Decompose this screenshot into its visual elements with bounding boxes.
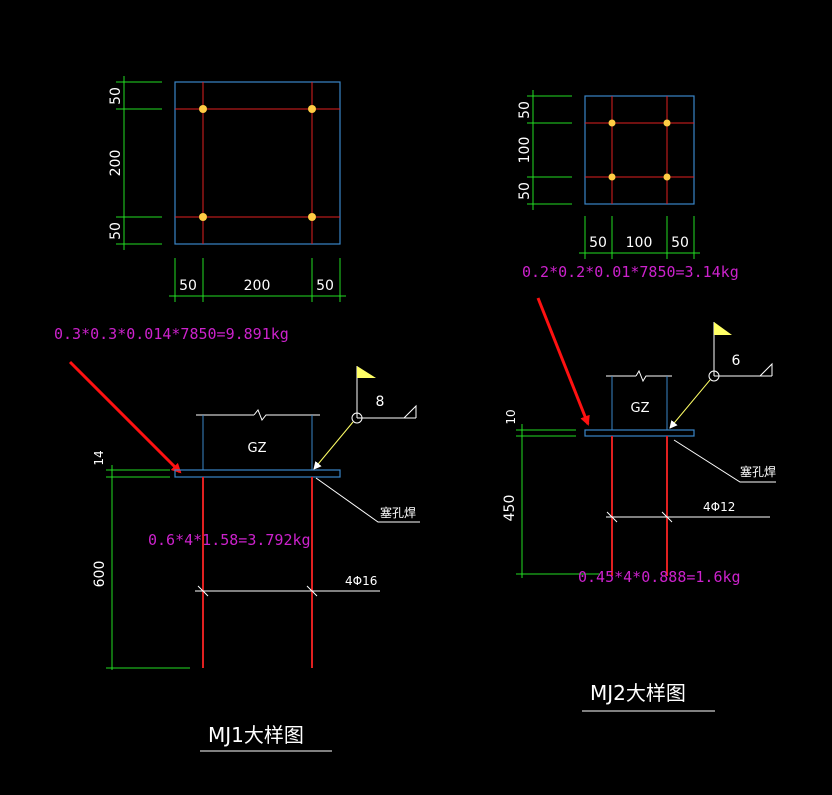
mj1-steel-plate [174,469,341,478]
mj2-bottom-dimension [579,216,700,259]
mj1-bolt-hole [308,213,316,221]
mj2-left-dimension [527,90,572,210]
mj2-bottom-dim-1: 50 [589,235,607,251]
mj2-plate-thickness: 10 [504,409,518,424]
mj2-weld-flag-icon [714,322,732,335]
mj1-rebar-tick [306,585,318,597]
mj1-bottom-dim-2: 200 [244,278,271,294]
mj1-left-dimension [116,76,162,250]
mj1-rebar-calc: 0.6*4*1.58=3.792kg [148,531,311,549]
mj2-bolt-hole [608,119,616,127]
mj2-rebar-spec: 4Φ12 [703,500,735,514]
mj1-anchor-length: 600 [92,561,108,588]
mj2-left-dim-1: 50 [517,101,533,119]
mj2-rebar-tick [606,511,618,523]
mj2-plate-calc: 0.2*0.2*0.01*7850=3.14kg [522,263,739,281]
mj2-rebar-tick [661,511,673,523]
mj1-plan-view: 50 200 50 50 200 50 [108,76,346,302]
mj1-rebar-tick [197,585,209,597]
mj1-plan-plate [174,81,341,245]
mj2-bolt-hole [663,119,671,127]
mj1-break-mark [253,409,320,421]
mj1-bottom-dim-3: 50 [316,278,334,294]
mj2-bolt-hole [608,173,616,181]
mj1-red-arrow [68,360,182,474]
mj2-anchor-length: 450 [502,495,518,522]
mj1-plate-thickness: 14 [92,450,106,465]
mj1-column-label: GZ [248,441,267,456]
mj2-plug-weld-leader [673,439,776,483]
mj1-left-dim-3: 50 [108,222,124,240]
mj1-thickness-dimension [106,465,190,670]
mj2-weld-symbol [669,322,773,429]
mj2-steel-plate [584,429,695,437]
mj1-left-dim-2: 200 [108,150,124,177]
mj2-elevation: 0.2*0.2*0.01*7850=3.14kg GZ 6 塞孔焊 10 45 [502,263,776,712]
mj2-column-label: GZ [631,401,650,416]
mj2-plan-plate [584,95,695,205]
mj2-bottom-dim-3: 50 [671,235,689,251]
mj1-weld-flag-icon [357,366,376,378]
mj2-bottom-dim-2: 100 [626,235,653,251]
mj1-plug-weld-leader [315,477,420,523]
mj1-plate-calc: 0.3*0.3*0.014*7850=9.891kg [54,325,289,343]
mj2-red-arrow [536,297,590,426]
mj2-bolt-hole [663,173,671,181]
mj2-thickness-dimension [516,424,600,578]
mj1-weld-symbol [313,366,417,470]
mj2-plan-view: 50 100 50 50 100 50 [517,90,700,259]
mj1-bottom-dimension [169,258,346,302]
mj1-title: MJ1大样图 [208,723,304,747]
mj1-left-dim-1: 50 [108,87,124,105]
mj2-plug-weld-label: 塞孔焊 [740,464,776,479]
mj1-bolt-hole [199,105,207,113]
mj1-bolt-hole [308,105,316,113]
mj2-break-mark [635,369,672,383]
mj1-bolt-hole [199,213,207,221]
mj1-elevation: 0.3*0.3*0.014*7850=9.891kg GZ 8 塞孔焊 [54,325,420,752]
mj2-title: MJ2大样图 [590,681,686,705]
mj1-rebar-spec: 4Φ16 [345,574,377,588]
mj2-weld-size: 6 [732,353,741,369]
mj1-weld-size: 8 [376,394,385,410]
mj2-left-dim-3: 50 [517,182,533,200]
mj2-rebar-calc: 0.45*4*0.888=1.6kg [578,568,741,586]
mj1-plug-weld-label: 塞孔焊 [380,505,416,520]
mj2-left-dim-2: 100 [517,137,533,164]
mj1-bottom-dim-1: 50 [179,278,197,294]
